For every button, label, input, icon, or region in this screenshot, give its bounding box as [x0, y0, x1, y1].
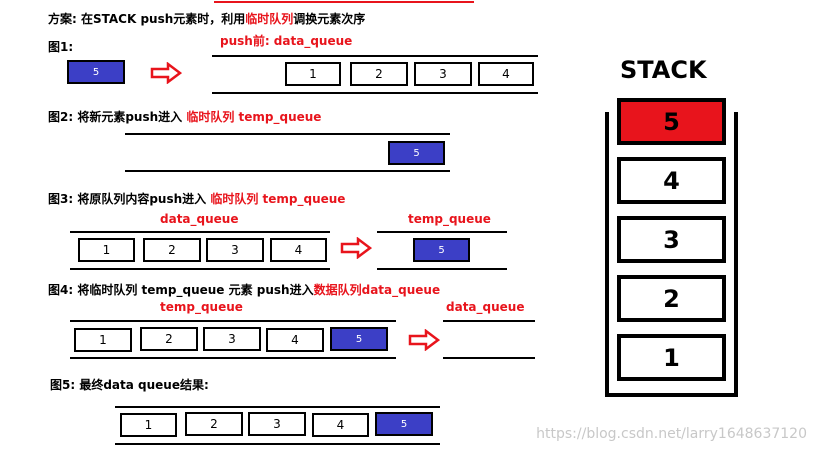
fig4-highlight: 数据队列data_queue [313, 283, 441, 297]
fig5-queue-bottom [115, 443, 440, 445]
fig3-prefix: 图3: 将原队列内容push进入 [48, 192, 211, 206]
fig3-right-queue-top [377, 231, 507, 233]
fig2-prefix: 图2: 将新元素push进入 [48, 110, 187, 124]
fig2-title: 图2: 将新元素push进入 临时队列 temp_queue [48, 108, 321, 125]
fig4-right-queue-bottom [443, 357, 535, 359]
stack-item: 4 [617, 157, 726, 204]
fig2-queue-item: 5 [388, 141, 445, 165]
fig1-arrow-icon [150, 62, 182, 84]
fig3-right-queue-bottom [377, 268, 507, 270]
header-prefix: 方案: 在STACK push元素时，利用 [48, 12, 246, 26]
stack-item: 1 [617, 334, 726, 381]
fig5-queue-top [115, 406, 440, 408]
fig3-right-caption: temp_queue [408, 212, 491, 226]
fig4-left-queue-top [70, 320, 396, 322]
header-title: 方案: 在STACK push元素时，利用临时队列调换元素次序 [48, 10, 365, 27]
fig2-highlight: 临时队列 temp_queue [186, 110, 322, 124]
fig5-queue-item: 1 [120, 413, 177, 437]
fig4-left-queue-item: 5 [330, 327, 388, 351]
fig3-left-queue-bottom [70, 268, 330, 270]
watermark: https://blog.csdn.net/larry1648637120 [536, 426, 807, 442]
fig4-left-queue-item: 2 [140, 327, 198, 351]
fig5-label: 图5: 最终data queue结果: [50, 378, 209, 392]
fig5-queue-item: 5 [375, 412, 433, 436]
fig2-queue-bottom [125, 170, 450, 172]
fig3-arrow-icon [340, 237, 372, 259]
fig3-left-queue-item: 3 [206, 238, 264, 262]
fig4-left-queue-item: 1 [74, 328, 132, 352]
fig5-queue-item: 2 [185, 412, 243, 436]
header-suffix: 调换元素次序 [293, 12, 366, 26]
stack-item: 5 [617, 98, 726, 145]
fig1-caption: push前: data_queue [220, 34, 353, 48]
fig5-queue-item: 4 [312, 413, 369, 437]
fig3-highlight: 临时队列 temp_queue [210, 192, 346, 206]
fig4-left-queue-item: 3 [203, 327, 261, 351]
fig3-title: 图3: 将原队列内容push进入 临时队列 temp_queue [48, 190, 345, 207]
fig4-prefix: 图4: 将临时队列 temp_queue 元素 push进入 [48, 283, 314, 297]
fig1-queue-top [212, 55, 538, 57]
fig2-queue-top [125, 133, 450, 135]
header-highlight: 临时队列 [245, 12, 294, 26]
fig4-left-queue-bottom [70, 357, 396, 359]
fig1-new-item: 5 [67, 60, 125, 84]
stack-left-wall [605, 112, 609, 397]
fig3-left-queue-item: 1 [78, 238, 135, 262]
fig3-left-queue-item: 2 [143, 238, 201, 262]
fig1-label: 图1: [48, 40, 74, 54]
stack-title: STACK [620, 56, 707, 84]
fig3-right-queue-item: 5 [413, 238, 470, 262]
fig4-left-caption: temp_queue [160, 300, 243, 314]
fig3-left-queue-item: 4 [270, 238, 327, 262]
fig4-title: 图4: 将临时队列 temp_queue 元素 push进入数据队列data_q… [48, 281, 440, 298]
stack-item: 2 [617, 275, 726, 322]
fig4-left-queue-item: 4 [266, 328, 324, 352]
fig4-right-queue-top [443, 320, 535, 322]
stack-right-wall [734, 112, 738, 397]
fig1-queue-item: 2 [350, 62, 408, 86]
stack-bottom-wall [605, 393, 738, 397]
fig3-left-queue-top [70, 231, 330, 233]
fig1-queue-item: 4 [478, 62, 534, 86]
header-underline [214, 1, 474, 3]
fig1-queue-bottom [212, 92, 538, 94]
fig4-right-caption: data_queue [446, 300, 525, 314]
stack-item: 3 [617, 216, 726, 263]
fig1-queue-item: 1 [285, 62, 341, 86]
fig3-left-caption: data_queue [160, 212, 239, 226]
fig4-arrow-icon [408, 329, 440, 351]
fig1-queue-item: 3 [414, 62, 472, 86]
fig5-queue-item: 3 [248, 412, 306, 436]
